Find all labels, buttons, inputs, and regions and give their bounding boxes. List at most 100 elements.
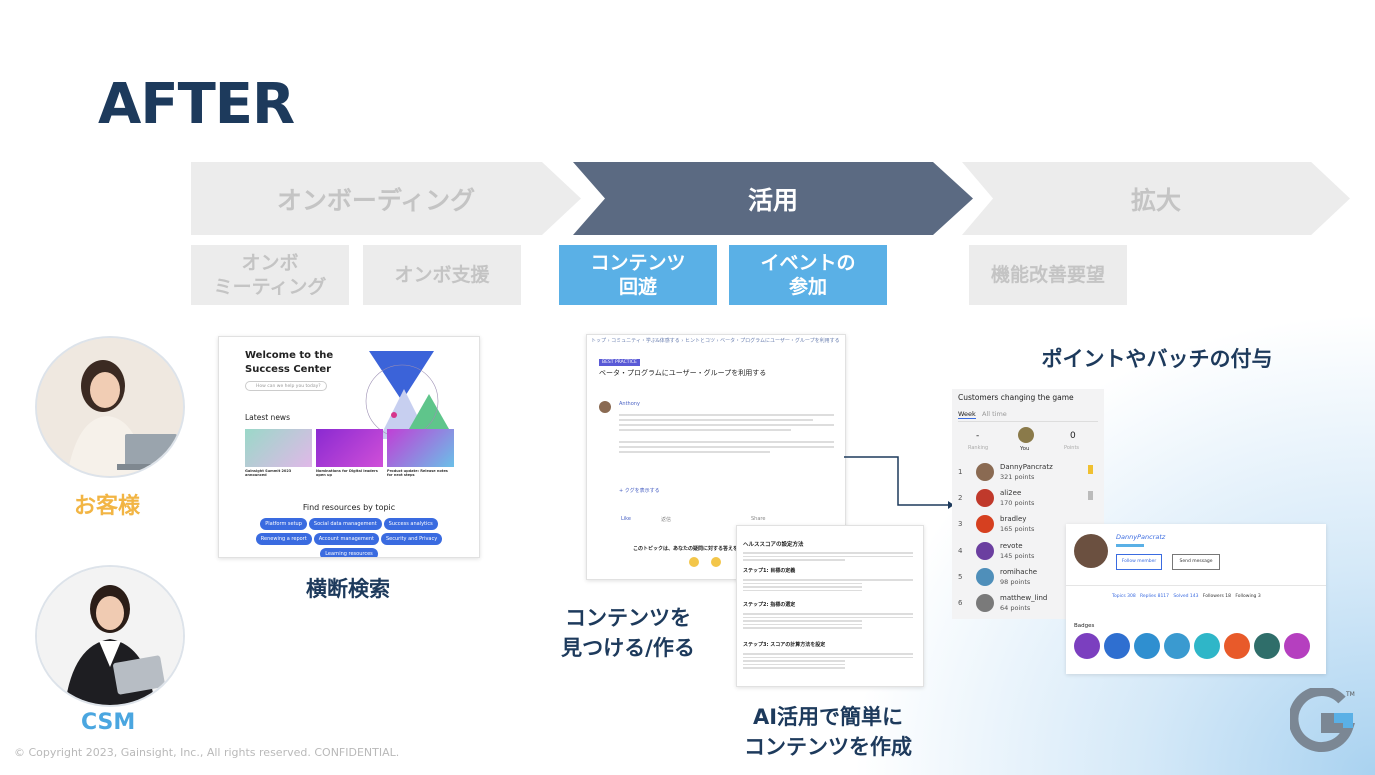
tab-week[interactable]: Week xyxy=(958,410,976,419)
success-center-heading-line1: Welcome to the xyxy=(245,350,334,361)
box-feature-request-label: 機能改善要望 xyxy=(990,264,1105,286)
user-avatar[interactable] xyxy=(976,515,994,533)
user-name[interactable]: matthew_lind xyxy=(1000,594,1048,602)
user-avatar[interactable] xyxy=(976,463,994,481)
badge-icon[interactable] xyxy=(1284,633,1310,659)
user-name[interactable]: ali2ee xyxy=(1000,489,1022,497)
leaderboard-row[interactable]: 4 revote 145 points xyxy=(956,540,1096,564)
leaderboard-row[interactable]: 2 ali2ee 170 points xyxy=(956,487,1096,511)
article-author[interactable]: Anthony xyxy=(619,401,640,407)
success-center-screenshot: Welcome to the Success Center How can we… xyxy=(218,336,480,558)
user-avatar[interactable] xyxy=(976,489,994,507)
ai-doc-body-4 xyxy=(743,651,913,671)
you-label: You xyxy=(1020,446,1030,452)
like-button[interactable]: Like xyxy=(621,516,631,522)
follow-button[interactable]: Follow member xyxy=(1116,554,1162,570)
news-image-2[interactable] xyxy=(316,429,383,467)
badge-icon[interactable] xyxy=(1224,633,1250,659)
rank-number: 6 xyxy=(958,599,963,607)
box-event: イベントの参加 xyxy=(729,245,887,305)
user-avatar[interactable] xyxy=(976,568,994,586)
badge-icon[interactable] xyxy=(1254,633,1280,659)
read-more-link[interactable]: + クグを表示する xyxy=(619,488,660,494)
topic-pill[interactable]: Learning resources xyxy=(320,548,378,557)
profile-level-bar xyxy=(1116,544,1144,547)
leaderboard-row[interactable]: 3 bradley 165 points xyxy=(956,513,1096,537)
author-avatar[interactable] xyxy=(599,401,611,413)
news-title-1[interactable]: Gainsight Summit 2023 announced xyxy=(245,469,292,477)
stage-onboarding: オンボーディング xyxy=(191,162,581,235)
topic-pill[interactable]: Social data management xyxy=(308,518,382,530)
user-name[interactable]: revote xyxy=(1000,542,1023,550)
success-center-search-input[interactable]: How can we help you today? xyxy=(245,381,327,391)
send-message-button[interactable]: Send message xyxy=(1172,554,1220,570)
my-rank: - xyxy=(976,431,980,441)
profile-avatar[interactable] xyxy=(1074,534,1108,568)
ai-doc-step-1: ステップ1: 目標の定義 xyxy=(743,568,796,574)
csm-label: CSM xyxy=(81,710,136,735)
rank-number: 5 xyxy=(958,573,963,581)
rank-number: 4 xyxy=(958,547,963,555)
badge-icon[interactable] xyxy=(1134,633,1160,659)
badges-label: Badges xyxy=(1074,623,1095,629)
profile-stats: Topics 308 Replies 8117 Solved 143 Follo… xyxy=(1112,594,1261,599)
my-rank-label: Ranking xyxy=(968,445,989,451)
user-avatar[interactable] xyxy=(976,594,994,612)
profile-name[interactable]: DannyPancratz xyxy=(1116,533,1166,541)
news-image-1[interactable] xyxy=(245,429,312,467)
topic-pill[interactable]: Security and Privacy xyxy=(380,533,443,545)
stat-topics[interactable]: Topics 308 xyxy=(1112,594,1136,599)
leaderboard-row[interactable]: 5 romihache 98 points xyxy=(956,566,1096,590)
search-placeholder: How can we help you today? xyxy=(256,384,321,389)
user-name[interactable]: DannyPancratz xyxy=(1000,463,1053,471)
stage-onboarding-label: オンボーディング xyxy=(276,185,476,215)
user-name[interactable]: bradley xyxy=(1000,515,1027,523)
article-title[interactable]: ベータ・プログラムにユーザー・グループを利用する xyxy=(599,369,767,377)
emoji-sad-icon[interactable] xyxy=(689,557,699,567)
leaderboard-row[interactable]: 1 DannyPancratz 321 points xyxy=(956,461,1096,485)
profile-screenshot: DannyPancratz Follow member Send message… xyxy=(1066,524,1326,674)
customer-avatar xyxy=(35,336,185,478)
share-button[interactable]: Share xyxy=(751,516,766,522)
badge-game-changer-icon[interactable] xyxy=(1074,633,1100,659)
ai-doc-body-1 xyxy=(743,550,913,563)
badge-icon[interactable] xyxy=(1104,633,1130,659)
stat-following[interactable]: Following 3 xyxy=(1235,594,1261,599)
footer-copyright: © Copyright 2023, Gainsight, Inc., All r… xyxy=(14,746,400,759)
my-avatar[interactable] xyxy=(1018,427,1034,443)
stage-utilization-label: 活用 xyxy=(747,185,798,215)
rank-number: 3 xyxy=(958,520,963,528)
news-title-3[interactable]: Product update: Release notes for next s… xyxy=(387,469,448,477)
topic-pill[interactable]: Renewing a report xyxy=(255,533,312,545)
stat-followers[interactable]: Followers 18 xyxy=(1202,594,1232,599)
article-breadcrumb[interactable]: トップ › コミュニティ・学ぶ&体感する › ヒントとコツ › ベータ・プログラ… xyxy=(591,338,840,344)
badge-trophy-icon[interactable] xyxy=(1194,633,1220,659)
tab-all-time[interactable]: All time xyxy=(982,410,1007,418)
news-title-2[interactable]: Nominations for Digital leaders open up xyxy=(316,469,378,477)
user-name[interactable]: romihache xyxy=(1000,568,1038,576)
caption-points: ポイントやバッチの付与 xyxy=(1041,347,1273,371)
user-avatar[interactable] xyxy=(976,542,994,560)
box-onbo-meeting: オンボミーティング xyxy=(191,245,349,305)
stage-expansion: 拡大 xyxy=(962,162,1350,235)
user-points: 64 points xyxy=(1000,604,1031,612)
user-points: 98 points xyxy=(1000,578,1031,586)
reply-button[interactable]: 返信 xyxy=(661,517,672,523)
connector-arrow xyxy=(844,456,954,509)
topic-pill[interactable]: Account management xyxy=(313,533,379,545)
topic-pill[interactable]: Platform setup xyxy=(260,518,307,530)
caption-content-line1: コンテンツを xyxy=(565,606,691,630)
topic-pill[interactable]: Success analytics xyxy=(383,518,438,530)
stat-solved[interactable]: Solved 143 xyxy=(1173,594,1199,599)
caption-ai: AI活用で簡単に コンテンツを作成 xyxy=(728,702,928,762)
badge-icon[interactable] xyxy=(1164,633,1190,659)
leaderboard-row[interactable]: 6 matthew_lind 64 points xyxy=(956,592,1096,616)
emoji-happy-icon[interactable] xyxy=(711,557,721,567)
news-image-3[interactable] xyxy=(387,429,454,467)
stat-replies[interactable]: Replies 8117 xyxy=(1139,594,1170,599)
user-points: 165 points xyxy=(1000,525,1035,533)
box-onbo-support-label: オンボ支援 xyxy=(394,264,490,286)
box-onbo-support: オンボ支援 xyxy=(363,245,521,305)
box-feature-request: 機能改善要望 xyxy=(969,245,1127,305)
